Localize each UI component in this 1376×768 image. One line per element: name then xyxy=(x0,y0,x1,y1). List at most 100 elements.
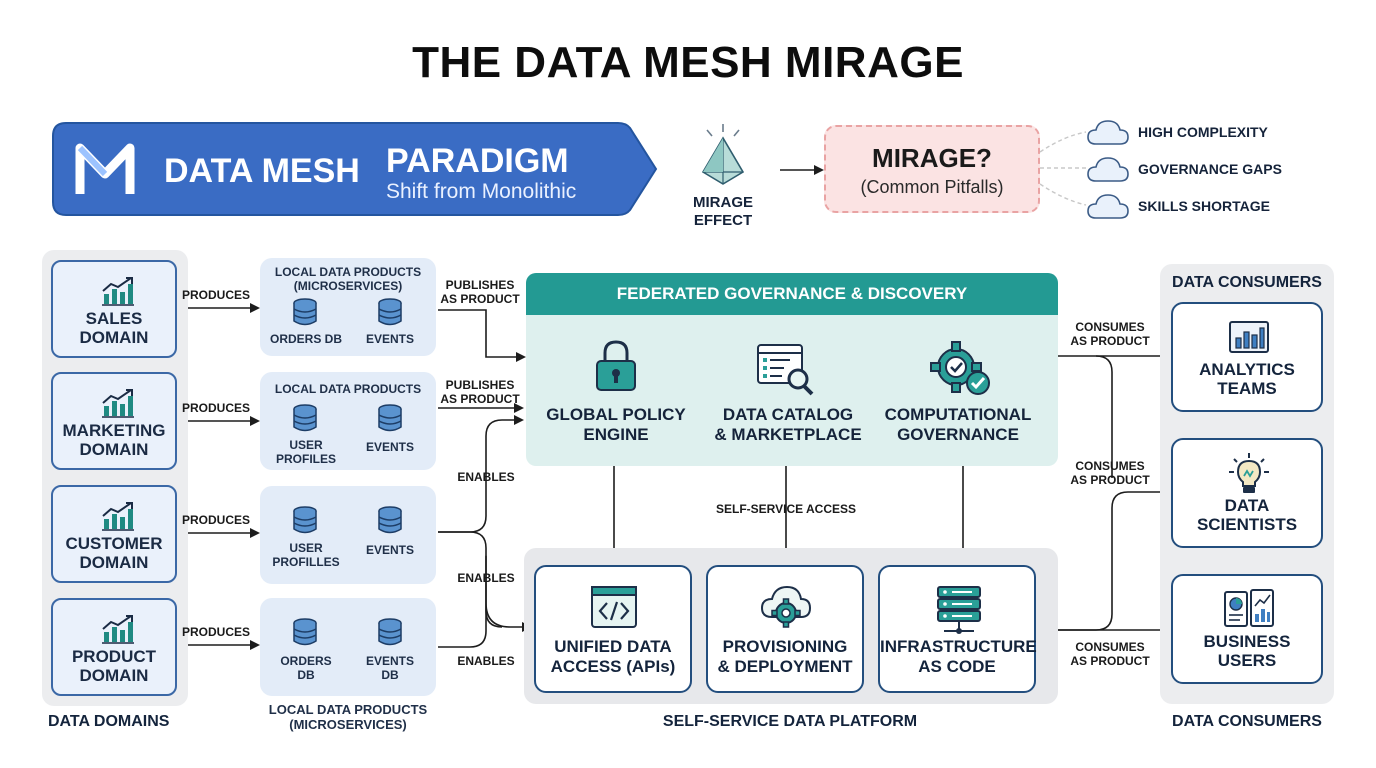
list-item: GOVERNANCE GAPS xyxy=(1086,153,1316,185)
mirage-effect-label-1: MIRAGE xyxy=(693,194,753,211)
paradigm-title-2: PARADIGM xyxy=(386,142,569,180)
edge-label-enables: ENABLES xyxy=(457,571,515,585)
pitfalls-list: HIGH COMPLEXITY GOVERNANCE GAPS SKILLS S… xyxy=(1086,116,1316,224)
governance-header: FEDERATED GOVERNANCE & DISCOVERY xyxy=(526,273,1058,315)
product-header-sub: (MICROSERVICES) xyxy=(293,279,403,293)
domain-name: SALES xyxy=(85,309,143,328)
domains-footer: DATA DOMAINS xyxy=(48,713,170,730)
database-label-2: DB xyxy=(297,668,315,682)
list-item: HIGH COMPLEXITY xyxy=(1086,116,1316,148)
bar-chart-icon xyxy=(102,389,134,418)
database-icon xyxy=(293,404,317,432)
edge-label-produces: PRODUCES xyxy=(181,401,250,415)
database-icon xyxy=(293,298,317,326)
domain-suffix: DOMAIN xyxy=(79,666,149,685)
bar-chart-icon xyxy=(102,502,134,531)
product-box: LOCAL DATA PRODUCTS (MICROSERVICES) ORDE… xyxy=(260,258,436,356)
database-icon xyxy=(378,404,402,432)
database-label: ORDERS DB xyxy=(269,332,342,346)
products-footer-2: (MICROSERVICES) xyxy=(289,717,407,732)
database-label-2: PROFILLES xyxy=(272,555,340,569)
domain-suffix: DOMAIN xyxy=(79,440,149,459)
gear-check-icon xyxy=(930,341,990,395)
edge-label-enables: ENABLES xyxy=(457,470,515,484)
m-logo-icon xyxy=(75,143,135,194)
platform-card: PROVISIONING& DEPLOYMENT xyxy=(706,565,864,693)
database-label: ORDERS xyxy=(280,654,332,668)
domain-suffix: DOMAIN xyxy=(79,328,149,347)
list-item: SKILLS SHORTAGE xyxy=(1086,190,1316,222)
dashboard-icon xyxy=(1229,321,1269,353)
pitfall-label: SKILLS SHORTAGE xyxy=(1138,198,1270,214)
bar-chart-icon xyxy=(102,277,134,306)
cloud-gear-icon xyxy=(760,585,812,628)
domain-name: MARKETING xyxy=(62,421,166,440)
database-label: EVENTS xyxy=(365,440,414,454)
paradigm-subtitle: Shift from Monolithic xyxy=(386,180,577,203)
report-icon xyxy=(1224,589,1274,627)
database-icon xyxy=(293,506,317,534)
database-icon xyxy=(378,618,402,646)
database-label: EVENTS xyxy=(365,654,414,668)
product-header: LOCAL DATA PRODUCTS xyxy=(274,265,422,279)
cloud-icon xyxy=(1087,194,1129,219)
consumers-header: DATA CONSUMERS xyxy=(1172,274,1322,291)
edge-label-produces: PRODUCES xyxy=(181,288,250,302)
governance-panel: FEDERATED GOVERNANCE & DISCOVERY GLOBAL … xyxy=(526,273,1058,466)
product-box: LOCAL DATA PRODUCTS USER PROFILES EVENTS xyxy=(260,372,436,470)
database-label: USER xyxy=(289,438,323,452)
prism-icon xyxy=(701,124,745,185)
mirage-effect-label-2: EFFECT xyxy=(693,212,753,229)
product-box: USER PROFILLES EVENTS xyxy=(260,486,436,584)
mirage-effect: MIRAGE EFFECT xyxy=(676,122,770,232)
product-header: LOCAL DATA PRODUCTS xyxy=(274,382,422,396)
platform-footer: SELF-SERVICE DATA PLATFORM xyxy=(662,713,918,730)
database-label-2: DB xyxy=(381,668,399,682)
products-footer-1: LOCAL DATA PRODUCTS xyxy=(268,702,428,717)
domain-name: PRODUCT xyxy=(71,647,157,666)
pitfall-label: GOVERNANCE GAPS xyxy=(1138,161,1282,177)
database-label-2: PROFILES xyxy=(275,452,336,466)
mirage-subtitle: (Common Pitfalls) xyxy=(860,177,1004,197)
lightbulb-icon xyxy=(1229,453,1269,493)
mirage-title: MIRAGE? xyxy=(872,143,992,173)
edge-label-self-service: SELF-SERVICE ACCESS xyxy=(715,502,857,516)
cloud-icon xyxy=(1087,157,1129,182)
database-icon xyxy=(293,618,317,646)
governance-item-label: DATA CATALOG& MARKETPLACE xyxy=(714,405,862,444)
paradigm-banner: DATA MESH PARADIGM Shift from Monolithic xyxy=(52,122,658,216)
server-stack-icon xyxy=(937,586,981,634)
lock-icon xyxy=(596,340,636,391)
edge-label-enables: ENABLES xyxy=(457,654,515,668)
database-icon xyxy=(378,506,402,534)
consumers-footer: DATA CONSUMERS xyxy=(1172,713,1322,730)
catalog-search-icon xyxy=(757,344,814,396)
domain-name: CUSTOMER xyxy=(65,534,163,553)
bar-chart-icon xyxy=(102,615,134,644)
database-label: USER xyxy=(289,541,323,555)
database-label: EVENTS xyxy=(365,332,414,346)
edge-label-produces: PRODUCES xyxy=(181,513,250,527)
database-label: EVENTS xyxy=(365,543,414,557)
database-icon xyxy=(378,298,402,326)
platform-item-label: PROVISIONING& DEPLOYMENT xyxy=(717,637,853,676)
domain-suffix: DOMAIN xyxy=(79,553,149,572)
